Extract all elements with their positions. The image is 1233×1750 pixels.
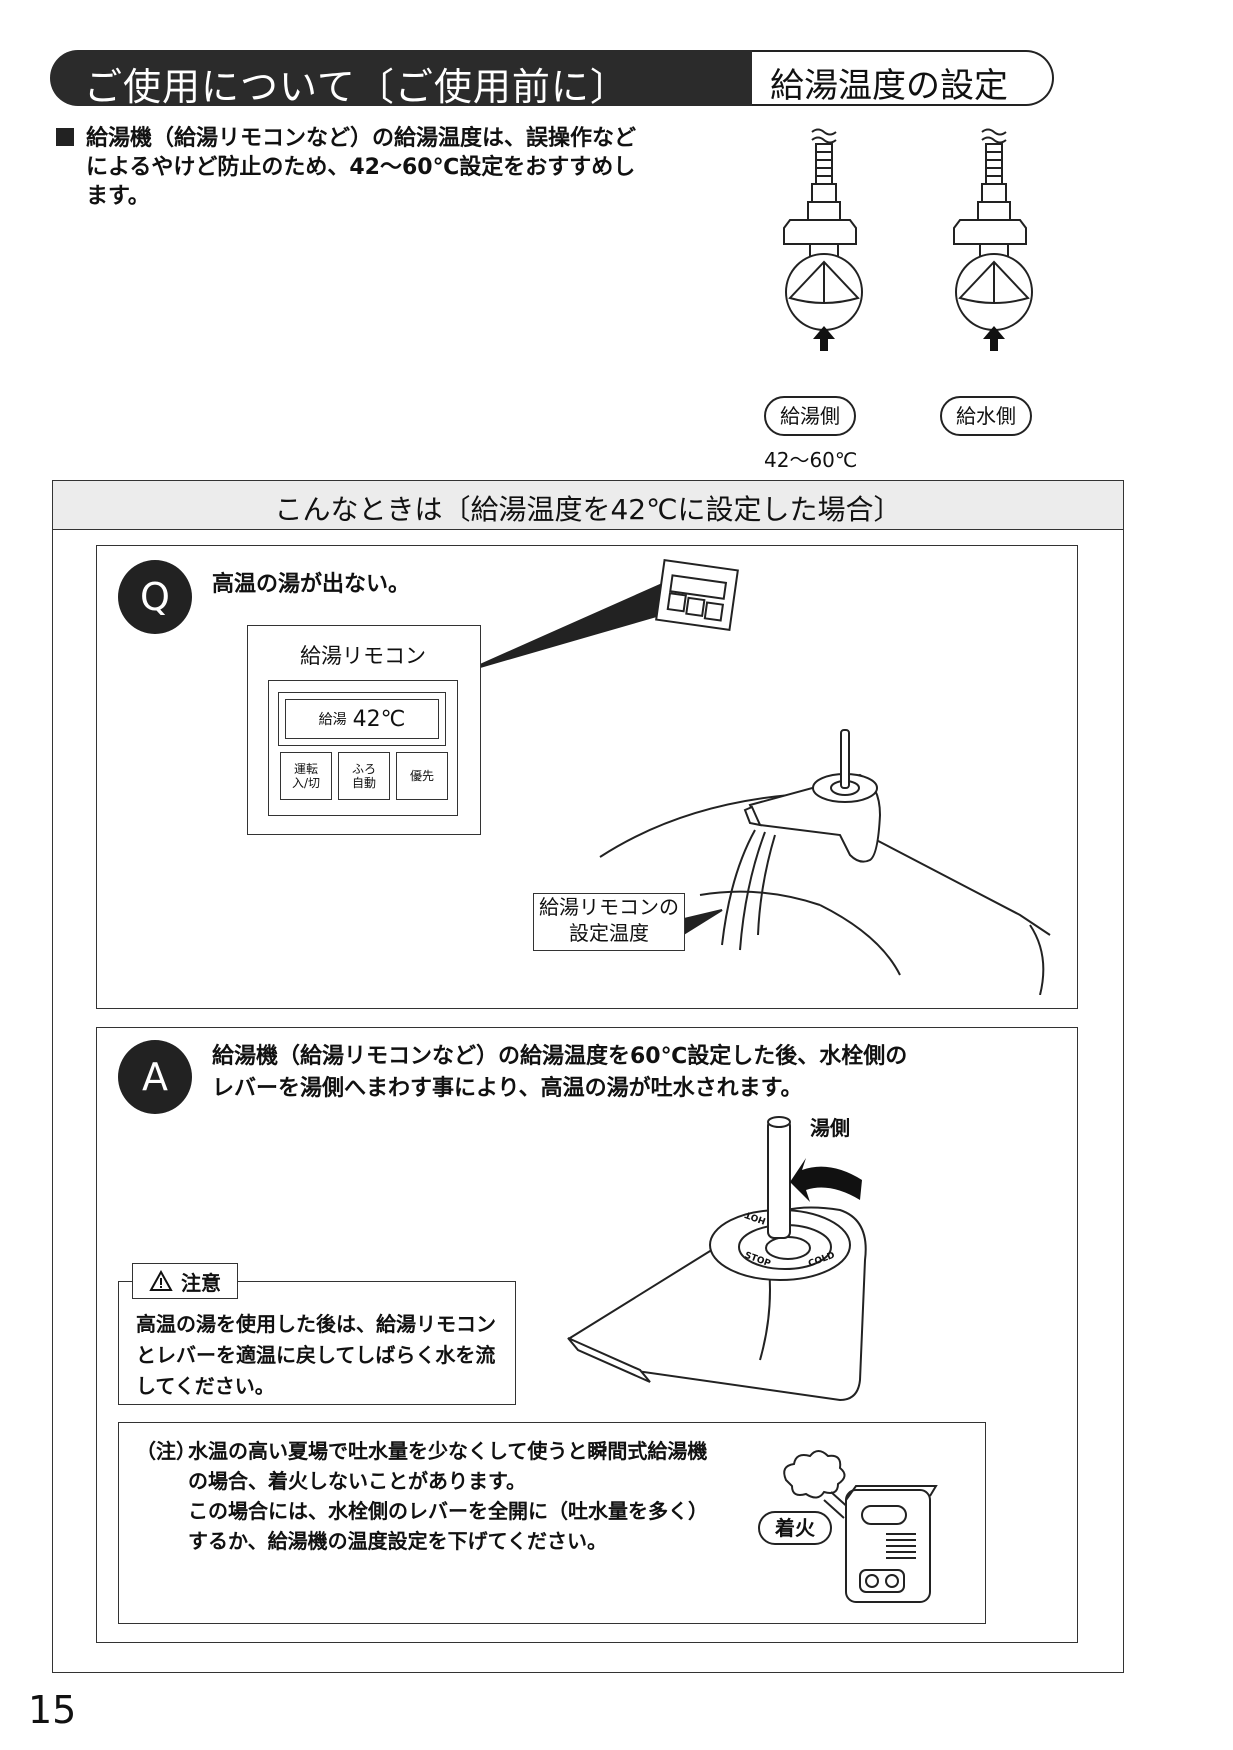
caution-text: 高温の湯を使用した後は、給湯リモコン とレバーを適温に戻してしばらく水を流 して… (136, 1312, 496, 1398)
page-subtitle-banner: 給湯温度の設定 (752, 50, 1054, 106)
hot-side-label: 給湯側 (764, 396, 856, 436)
ignition-label: 着火 (758, 1511, 832, 1545)
section-title: こんなときは〔給湯温度を42℃に設定した場合〕 (274, 493, 902, 526)
power-button[interactable]: 運転 入/切 (280, 752, 332, 800)
page-number: 15 (28, 1688, 77, 1732)
set-temp-callout: 給湯リモコンの 設定温度 (533, 893, 685, 951)
a-badge: A (118, 1040, 192, 1114)
note-box (118, 1422, 986, 1624)
bath-auto-button[interactable]: ふろ 自動 (338, 752, 390, 800)
caution-title-tab: 注意 (132, 1263, 238, 1299)
stop-valves-illustration (783, 128, 1033, 351)
hot-side-direction-label: 湯側 (810, 1116, 850, 1140)
answer-text: 給湯機（給湯リモコンなど）の給湯温度を60℃設定した後、水栓側の レバーを湯側へ… (212, 1044, 908, 1101)
display-temp: 42℃ (352, 706, 406, 732)
remote-title: 給湯リモコン (300, 644, 426, 668)
bullet-square-icon (56, 128, 74, 146)
page-title-banner: ご使用について〔ご使用前に〕 (50, 50, 752, 109)
question-text: 高温の湯が出ない。 (212, 572, 411, 597)
intro-paragraph: 給湯機（給湯リモコンなど）の給湯温度は、誤操作などによるやけど防止のため、42〜… (56, 124, 656, 209)
faucet-lever-illustration (567, 1116, 867, 1402)
page-subtitle: 給湯温度の設定 (770, 66, 1008, 106)
faucet-remote-illustration (479, 559, 1051, 995)
note-text: 水温の高い夏場で吐水量を少なくして使うと瞬間式給湯機 の場合、着火しないことがあ… (188, 1439, 708, 1553)
section-header: こんなときは〔給湯温度を42℃に設定した場合〕 (52, 480, 1124, 530)
remote-display-screen: 給湯 42℃ (285, 699, 439, 739)
cold-side-label: 給水側 (940, 396, 1032, 436)
warning-icon (149, 1270, 173, 1291)
priority-button[interactable]: 優先 (396, 752, 448, 800)
display-label: 給湯 (318, 712, 347, 728)
caution-title: 注意 (181, 1270, 221, 1295)
page-title: ご使用について〔ご使用前に〕 (84, 65, 629, 109)
caution-box (118, 1281, 516, 1405)
remote-display: 給湯 42℃ (278, 692, 446, 746)
note-prefix: （注） (136, 1439, 196, 1463)
hot-temp-range: 42〜60℃ (764, 448, 858, 472)
intro-text: 給湯機（給湯リモコンなど）の給湯温度は、誤操作などによるやけど防止のため、42〜… (86, 126, 637, 209)
water-heater-illustration (783, 1450, 938, 1603)
q-badge: Q (118, 560, 192, 634)
